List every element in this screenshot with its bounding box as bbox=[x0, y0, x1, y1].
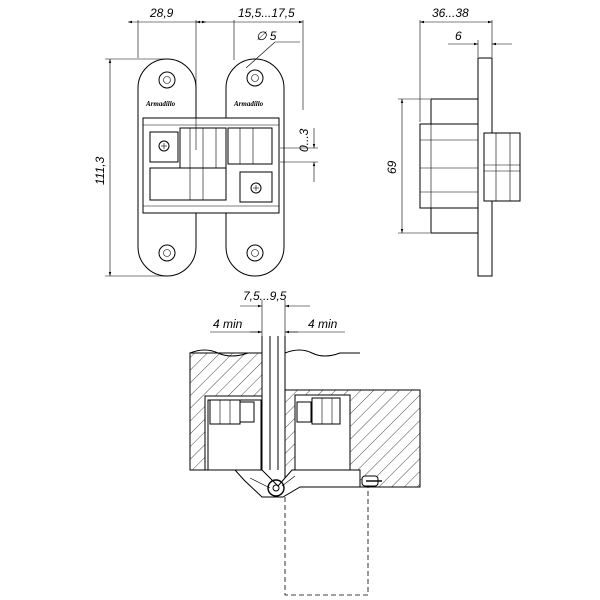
pivot-icon bbox=[267, 479, 285, 497]
dim-plate-label: 6 bbox=[455, 29, 462, 43]
adjust-screw-icon bbox=[250, 182, 262, 194]
dim-hole-label: ∅ 5 bbox=[256, 29, 277, 43]
dim-adjust-label: 0...3 bbox=[297, 128, 311, 152]
side-view: 36...38 6 69 bbox=[385, 6, 521, 277]
dim-offset-label: 15,5...17,5 bbox=[238, 6, 295, 20]
install-view: 7,5...9,5 4 min 4 min bbox=[189, 289, 421, 596]
dim-depth-label: 36...38 bbox=[432, 6, 469, 20]
adjust-screw-icon bbox=[158, 140, 170, 152]
dim-width-label: 28,9 bbox=[149, 6, 174, 20]
front-view: Armadillo Armadillo 28,9 bbox=[93, 6, 318, 277]
dim-height-label: 111,3 bbox=[93, 156, 107, 185]
dim-left-min-label: 4 min bbox=[213, 317, 243, 331]
dim-gap-label: 7,5...9,5 bbox=[243, 289, 287, 303]
dim-body-label: 69 bbox=[385, 160, 399, 174]
brand-label-left: Armadillo bbox=[145, 100, 176, 108]
dim-right-min-label: 4 min bbox=[308, 317, 338, 331]
screw-hole-icon bbox=[158, 69, 264, 262]
brand-label-right: Armadillo bbox=[233, 100, 264, 108]
